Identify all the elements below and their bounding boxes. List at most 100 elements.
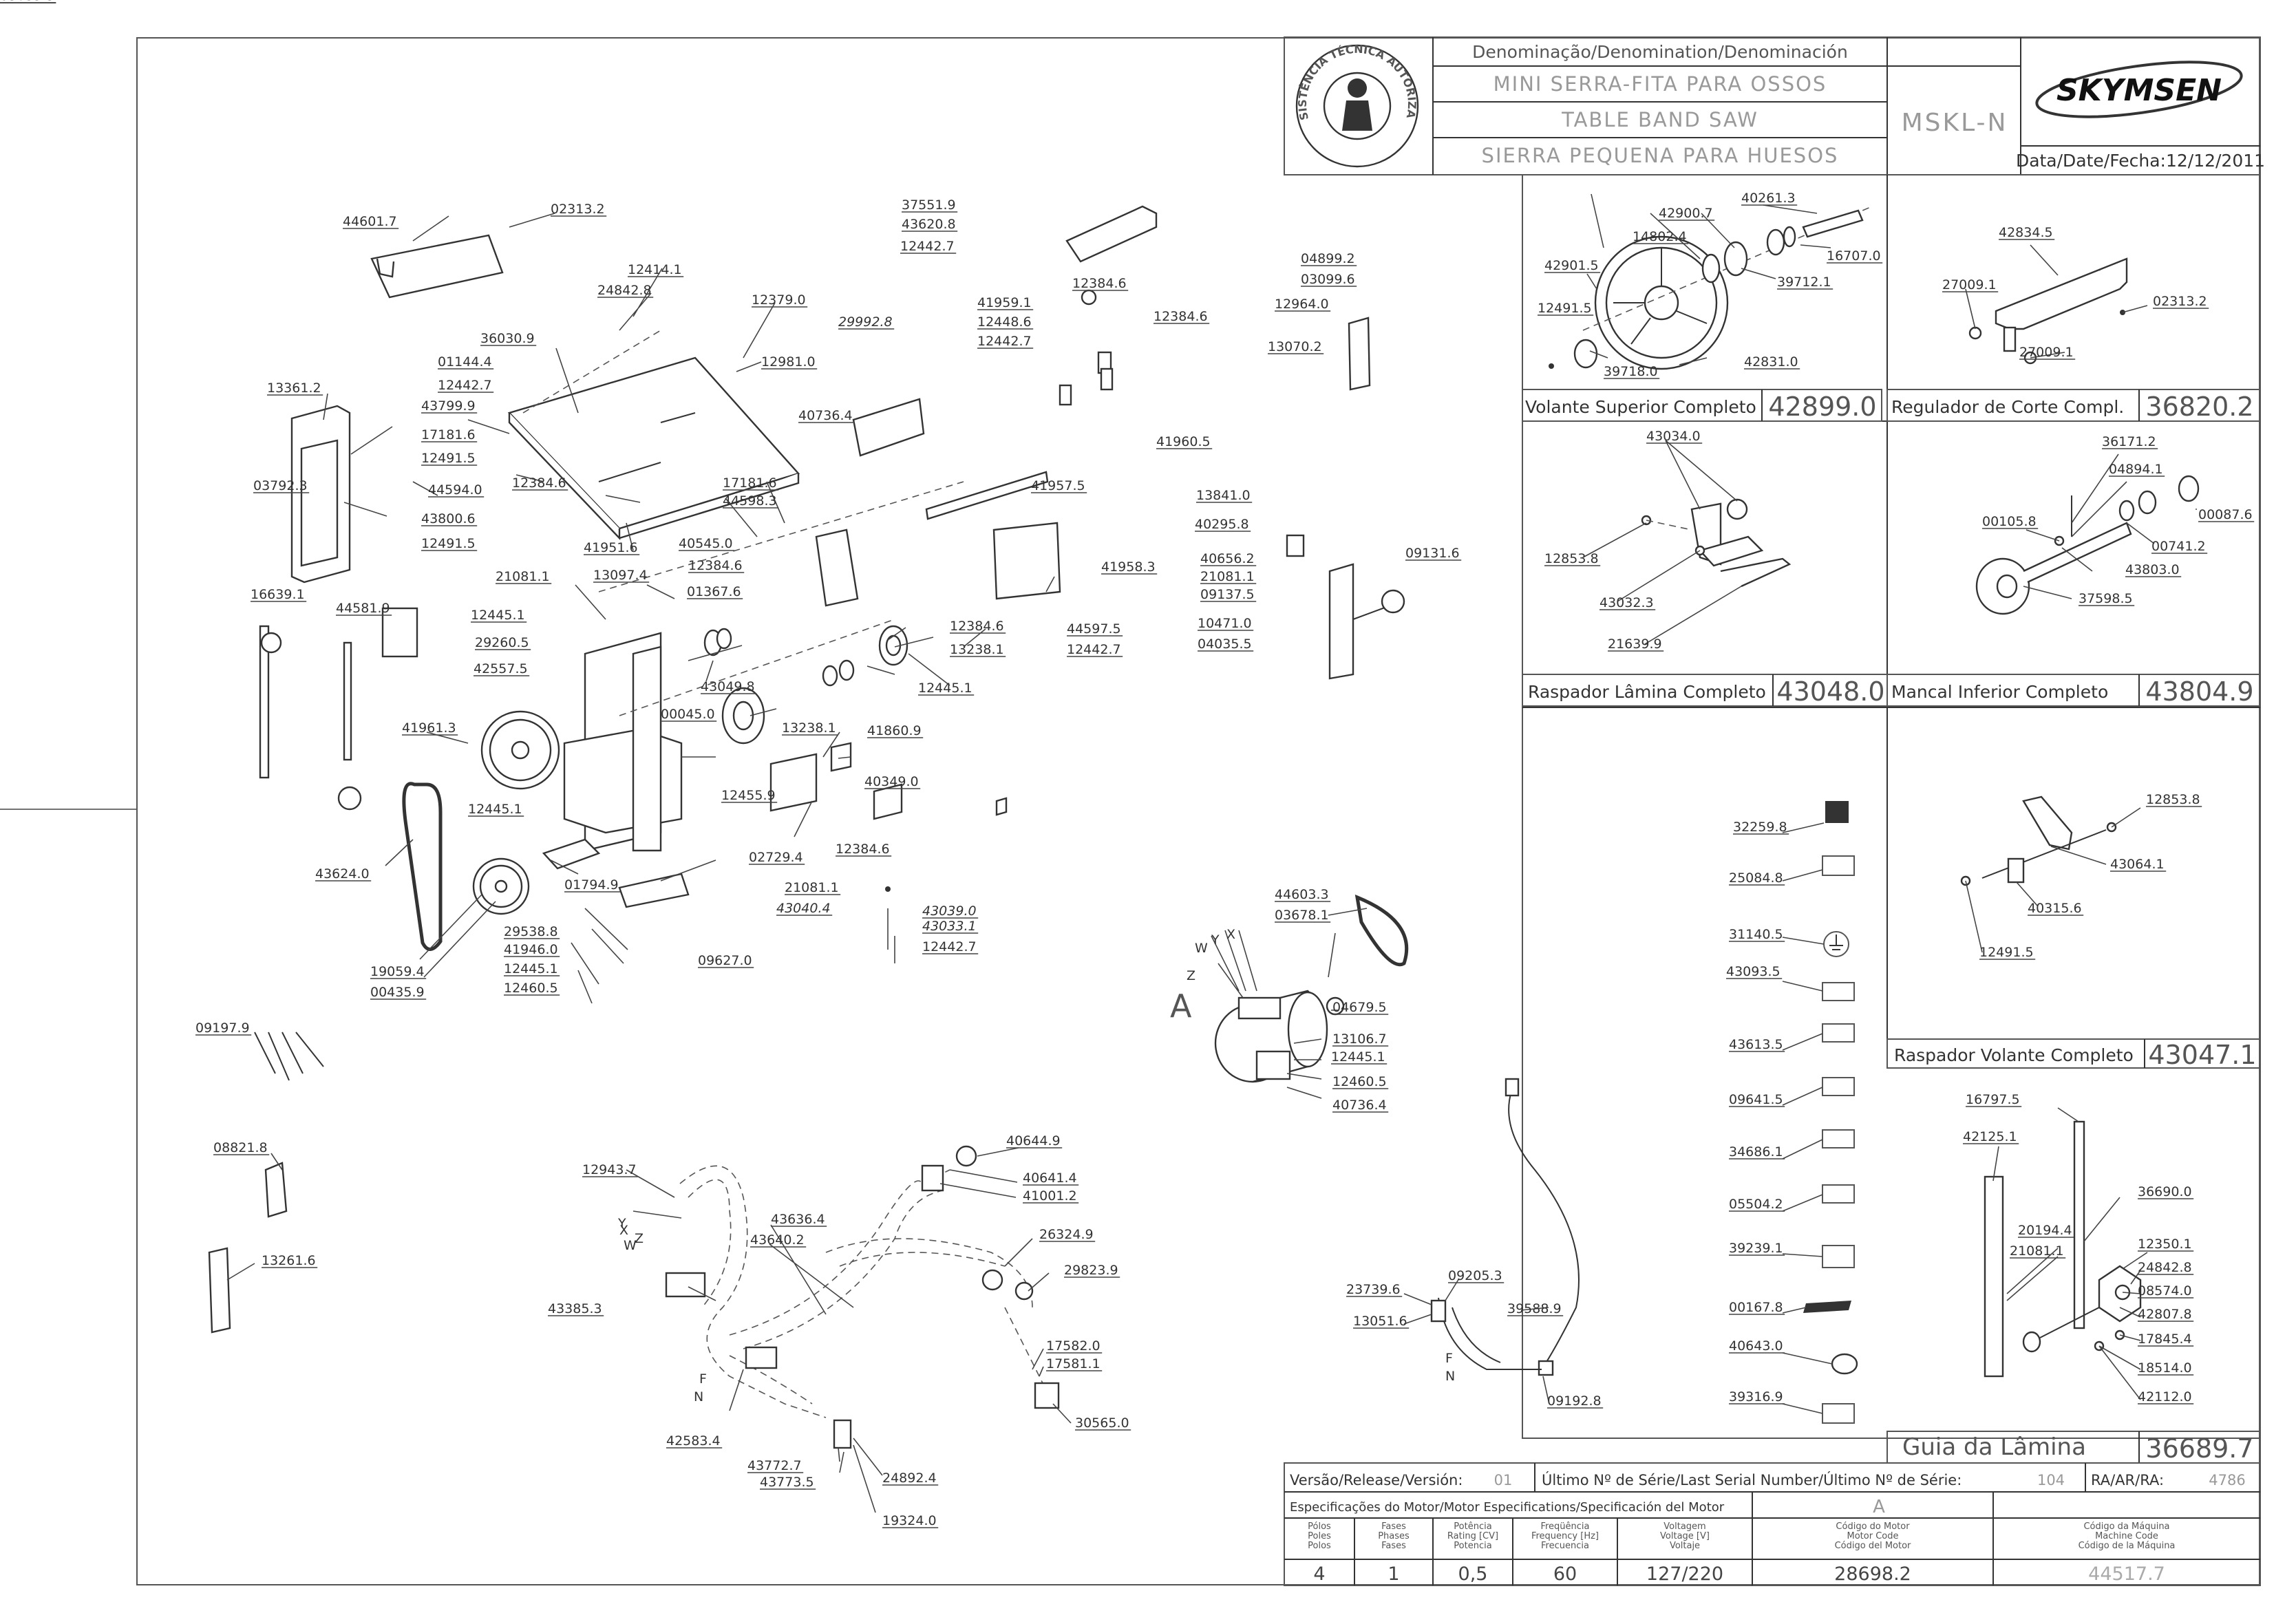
assembly-1-part-1: 27009.1: [1942, 277, 1997, 292]
motor-letter-main: A: [1170, 987, 1192, 1025]
power-cord: F N: [1403, 1078, 1580, 1402]
part-label-main-81: 09137.5: [1200, 587, 1255, 602]
part-label-main-9: 12442.7: [438, 378, 492, 393]
part-label-main-76: 13070.2: [1268, 339, 1322, 354]
assembly-5-part-11: 42112.0: [2138, 1389, 2192, 1404]
brand-logo: SKYMSEN: [2035, 61, 2243, 118]
part-label-main-82: 10471.0: [1198, 616, 1252, 631]
part-label-main-35: 12445.1: [468, 802, 522, 817]
part-label-main-16: 43800.6: [421, 511, 476, 526]
wire-X-motor: X: [1226, 927, 1235, 942]
spec-value-3: 60: [1553, 1563, 1577, 1585]
spec-header-3-2: Frecuencia: [1541, 1541, 1589, 1551]
name-en: TABLE BAND SAW: [1561, 108, 1758, 131]
assembly-3-part-6: 37598.5: [2079, 591, 2133, 606]
serial-label: Último Nº de Série/Last Serial Number/Úl…: [1542, 1471, 1962, 1488]
assembly-5-part-9: 17845.4: [2138, 1332, 2192, 1347]
part-label-main-42: 41946.0: [504, 942, 558, 957]
part-label-main-56: 12384.6: [1154, 309, 1208, 324]
part-label-main-91: 43269.5: [0, 0, 54, 3]
assembly-3-part-5: 43803.0: [2125, 562, 2180, 577]
part-label-main-24: 12384.6: [688, 558, 743, 573]
part-label-main-27: 44581.9: [336, 601, 390, 616]
part-label-main-21: 40545.0: [679, 536, 733, 551]
assembly-3-part-3: 00087.6: [2198, 507, 2253, 522]
part-label-main-19: 44598.3: [723, 493, 777, 509]
spec-value-1: 1: [1388, 1563, 1399, 1585]
spec-header-4-2: Voltaje: [1670, 1541, 1700, 1551]
part-label-main-64: 13238.1: [950, 642, 1004, 657]
part-label-main-67: 40349.0: [864, 774, 919, 789]
part-label-main-86: 08821.8: [213, 1140, 268, 1155]
part-label-main-52: 29992.8: [838, 314, 893, 330]
part-label-main-50: 12442.7: [900, 239, 955, 254]
panel-volante-superior: [1549, 193, 1873, 370]
spec-header-2-0: Potência: [1454, 1521, 1491, 1532]
assembly-0-part-4: 16707.0: [1827, 248, 1881, 264]
assembly-0-part-5: 39712.1: [1777, 275, 1831, 290]
part-label-wiring-9: 17582.0: [1046, 1338, 1101, 1354]
part-label-main-13: 03792.3: [253, 478, 308, 493]
part-label-main-43: 12445.1: [504, 961, 558, 976]
part-label-motor-2: 04679.5: [1332, 1000, 1387, 1015]
part-label-main-0: 44601.7: [343, 214, 397, 229]
assembly-3-part-4: 00741.2: [2151, 539, 2206, 554]
spec-header-5-2: Código del Motor: [1835, 1541, 1911, 1551]
part-label-main-8: 13361.2: [267, 381, 321, 396]
part-label-cord-0: 23739.6: [1346, 1282, 1401, 1297]
part-label-main-28: 12445.1: [471, 608, 525, 623]
panel-guia-lamina: [1984, 1107, 2148, 1400]
assembly-code-0: 42899.0: [1768, 392, 1876, 422]
assembly-2-part-1: 12853.8: [1544, 551, 1599, 566]
spec-header-5-0: Código do Motor: [1836, 1521, 1910, 1532]
spec-columns: PólosPolesPolos4FasesPhasesFases1Potênci…: [1308, 1521, 2175, 1585]
part-label-wiring-3: 40644.9: [1006, 1133, 1061, 1148]
part-label-wiring-0: 12943.7: [582, 1162, 637, 1177]
motor-letter-spec: A: [1873, 1497, 1885, 1517]
part-label-main-60: 41958.3: [1101, 559, 1156, 575]
assembly-5-part-6: 24842.8: [2138, 1260, 2192, 1275]
panel-mancal-inferior: [1975, 453, 2200, 615]
part-label-decal-5: 09641.5: [1729, 1092, 1783, 1107]
part-label-main-68: 21081.1: [785, 880, 839, 895]
part-label-main-32: 41961.3: [402, 720, 456, 736]
part-label-wiring-4: 40641.4: [1023, 1171, 1077, 1186]
assembly-title-2: Raspador Lâmina Completo: [1528, 682, 1766, 702]
part-label-main-11: 17181.6: [421, 427, 476, 442]
part-label-main-26: 01367.6: [687, 584, 741, 599]
part-label-decal-8: 39239.1: [1729, 1241, 1783, 1256]
spec-header-6-0: Código da Máquina: [2083, 1521, 2169, 1532]
assembly-4-part-1: 43064.1: [2110, 857, 2165, 872]
wire-F-cord: F: [1445, 1351, 1453, 1366]
spec-table: Versão/Release/Versión: 01 Último Nº de …: [1284, 1462, 2261, 1586]
part-label-main-33: 00045.0: [661, 707, 715, 722]
part-label-main-53: 41959.1: [977, 295, 1032, 310]
spec-header-5-1: Motor Code: [1847, 1531, 1899, 1541]
part-label-main-84: 09131.6: [1405, 546, 1460, 561]
part-label-main-46: 19059.4: [370, 964, 425, 979]
assembly-0-part-6: 12491.5: [1538, 301, 1592, 316]
part-label-main-4: 12379.0: [752, 292, 806, 308]
wire-N-cord: N: [1445, 1369, 1455, 1384]
stamp-text: ASSISTÊNCIA TÉCNICA AUTORIZADA: [0, 0, 1418, 121]
part-label-motor-3: 13106.7: [1332, 1032, 1387, 1047]
part-label-wiring-13: 43772.7: [747, 1458, 802, 1473]
part-label-motor-4: 12445.1: [1331, 1049, 1385, 1065]
part-label-main-75: 12964.0: [1275, 297, 1329, 312]
wire-Y-switch: Y: [617, 1216, 626, 1231]
title-block: ASSISTÊNCIA TÉCNICA AUTORIZADA Denominaç…: [0, 0, 2265, 175]
assembly-title-4: Raspador Volante Completo: [1894, 1045, 2134, 1065]
assembly-3-part-0: 36171.2: [2102, 434, 2156, 449]
part-label-wiring-16: 19324.0: [882, 1513, 937, 1528]
assembly-code-3: 43804.9: [2145, 676, 2253, 707]
part-label-main-22: 21081.1: [496, 569, 550, 584]
assembly-code-1: 36820.2: [2145, 392, 2253, 422]
assembly-title-0: Volante Superior Completo: [1525, 397, 1756, 417]
assembly-1-part-2: 02313.2: [2153, 294, 2207, 309]
assembly-5-part-4: 21081.1: [2010, 1243, 2064, 1259]
panel-raspador-lamina: [1582, 440, 1792, 645]
part-label-main-30: 43049.8: [701, 679, 755, 694]
date: Data/Date/Fecha:12/12/2011: [2016, 151, 2265, 171]
